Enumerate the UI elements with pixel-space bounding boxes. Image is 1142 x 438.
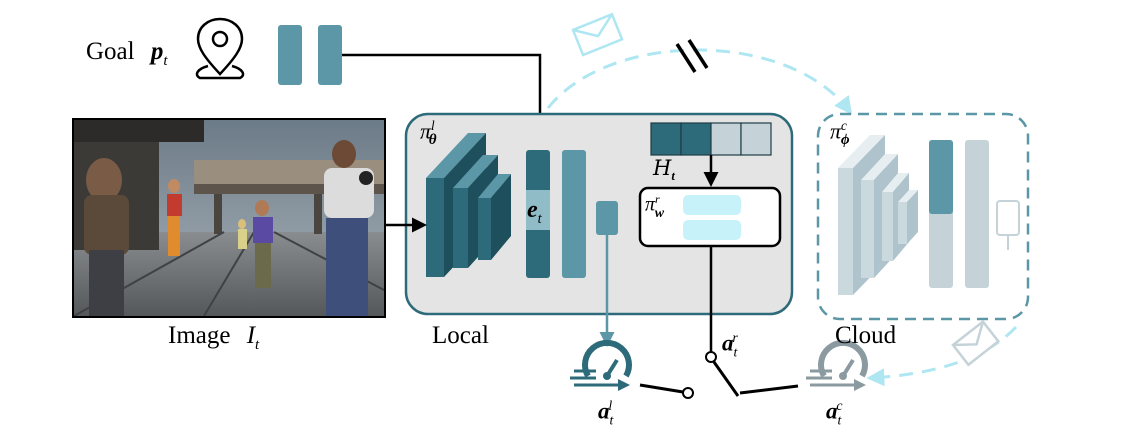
cloud-policy-label: πcϕ [830,118,850,149]
cloud-action-label: atc [826,398,843,428]
envelope-return-icon [951,319,1001,367]
local-switch-terminal [682,387,694,399]
disconnect-slash-icon [675,39,709,73]
location-pin-icon [195,17,245,80]
router-cell-1 [683,195,741,215]
cloud-to-action-dashed-arrow [866,325,1018,387]
router-policy-label: πrw [645,192,665,221]
goal-bar-2 [318,25,342,85]
local-to-cloud-dashed-arrow [546,48,853,115]
router-cell-2 [683,220,741,240]
local-cnn-stack [426,133,511,277]
image-label: Image It [168,322,260,353]
cloud-switch-line [739,384,799,395]
local-speedometer-icon [570,339,632,391]
envelope-icon [571,12,624,57]
history-label: Ht [653,156,675,184]
local-switch-line [639,383,684,394]
cloud-embedding-bar [929,140,953,288]
camera-image [72,118,386,318]
local-output-node [596,201,618,235]
embedding-label: et [527,197,542,227]
local-label: Local [432,322,489,349]
cloud-hidden-bar [965,140,989,288]
router-action-label: atr [722,330,738,360]
cloud-label: Cloud [835,322,897,349]
cloud-output-node [996,200,1020,236]
local-action-label: atl [598,398,614,428]
local-hidden-bar [562,150,586,278]
cloud-cnn-stack [838,135,918,295]
cloud-container [816,112,1030,321]
history-buffer [650,122,772,156]
cloud-speedometer-icon [806,339,868,391]
embedding-vector [526,150,550,278]
router-switch-pivot [705,351,717,363]
goal-bar-1 [278,25,302,85]
local-policy-label: πlθ [420,118,437,149]
goal-label: Goal pt [86,38,168,69]
switch-lever [712,361,740,397]
